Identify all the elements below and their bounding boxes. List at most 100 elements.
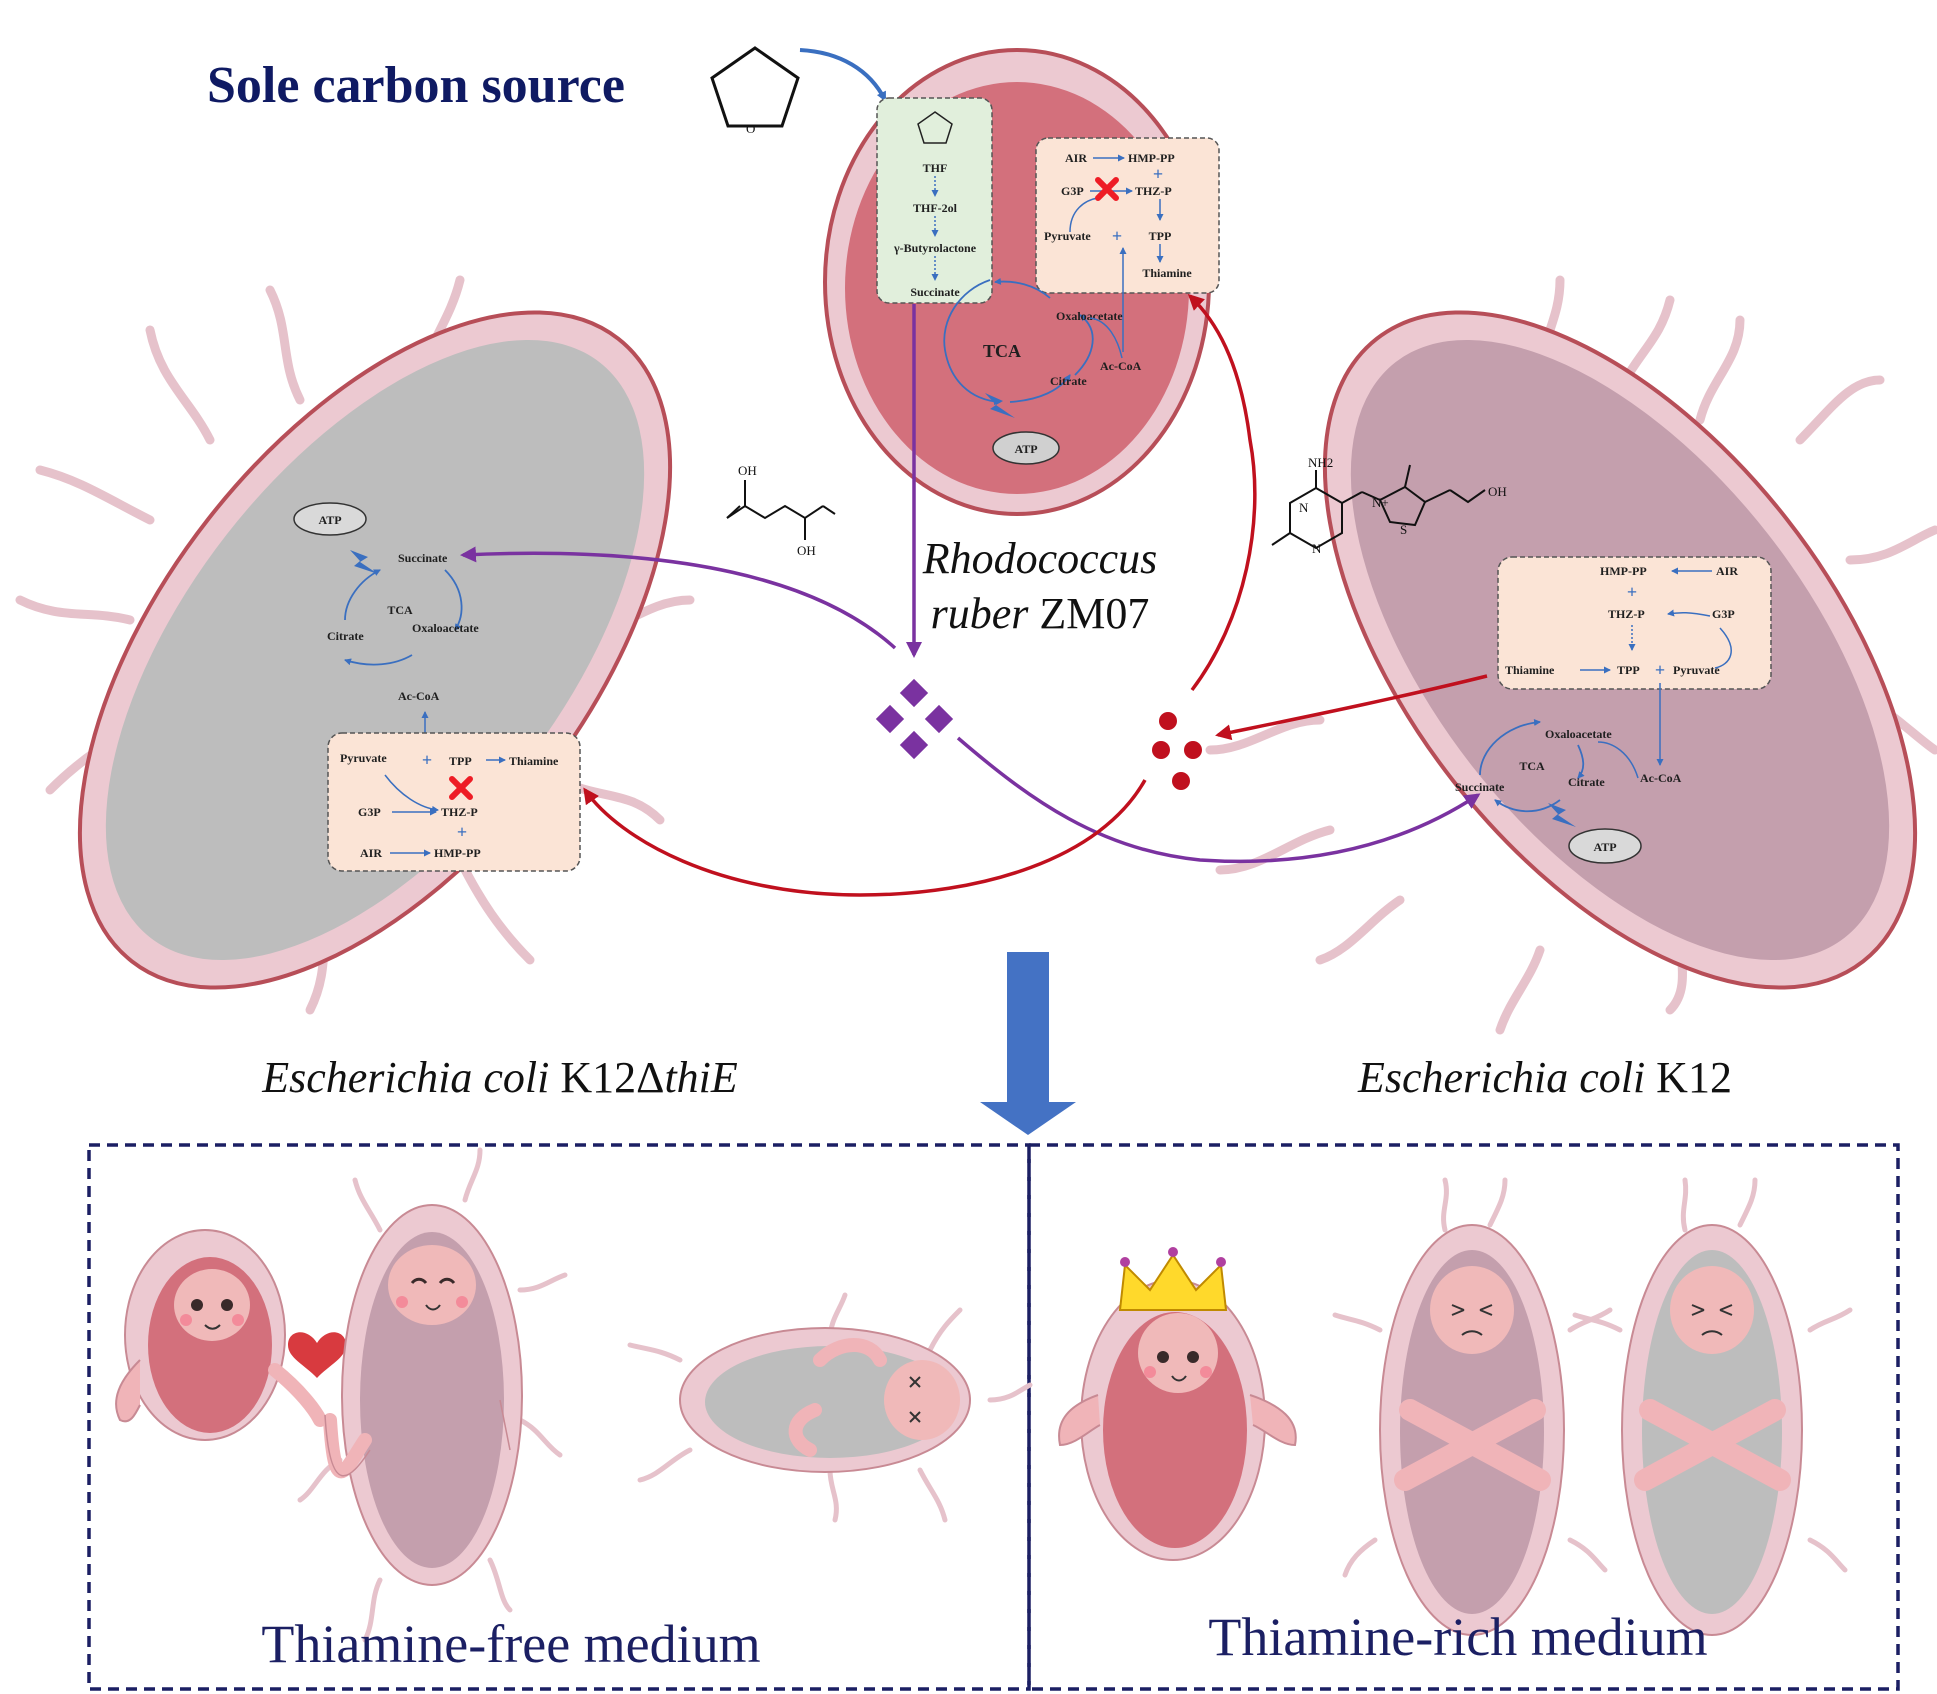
rhodo-thiamine-box: AIR HMP-PP + G3P THZ-P Pyruvate + TPP Th… [1035,137,1220,294]
svg-text:G3P: G3P [1061,184,1084,198]
main-down-arrow [980,952,1076,1135]
cartoon-ecoli-wt-left [297,1147,568,1643]
svg-text:Ac-CoA: Ac-CoA [398,689,440,703]
thiamine-particles [1152,712,1202,790]
thiamine-structure [1271,464,1486,550]
svg-text:Pyruvate: Pyruvate [340,751,387,765]
ecoli-mutant-label: Escherichia coli K12ΔthiE [261,1053,738,1102]
thf-oxygen-label: O [746,121,755,136]
succinate-to-mutant-arrow [460,546,897,650]
svg-text:+: + [457,822,467,842]
svg-text:N+: N+ [1372,495,1389,510]
crown-icon [1118,1247,1228,1311]
cartoon-ecoli-wt-right [1332,1177,1613,1636]
ecoli-mutant-cell [77,310,673,990]
svg-text:AIR: AIR [1716,564,1738,578]
carbon-feed-arrow [799,48,887,102]
ecoli-wt-label: Escherichia coli K12 [1357,1053,1732,1102]
svg-text:Oxaloacetate: Oxaloacetate [1545,727,1612,741]
rhodococcus-label-line1: Rhodococcus [922,534,1158,583]
cartoon-ecoli-mutant-dead [627,1292,1033,1523]
svg-text:THZ-P: THZ-P [441,805,478,819]
svg-text:OH: OH [1488,484,1507,499]
svg-text:THZ-P: THZ-P [1135,184,1172,198]
thf-pathway-box: THF THF-2ol γ-Butyrolactone Succinate [876,97,993,304]
lightning-icon [985,393,1015,418]
svg-text:HMP-PP: HMP-PP [1600,564,1647,578]
svg-text:Thiamine: Thiamine [1142,266,1192,280]
svg-text:Citrate: Citrate [1568,775,1605,789]
svg-text:N: N [1299,500,1309,515]
svg-text:AIR: AIR [360,846,382,860]
svg-text:G3P: G3P [358,805,381,819]
svg-text:TPP: TPP [449,754,472,768]
rhodo-tca-cycle: TCA Oxaloacetate Citrate Ac-CoA ATP [943,247,1142,465]
succinate-particles [875,678,954,760]
svg-text:ATP: ATP [318,513,341,527]
svg-text:Succinate: Succinate [398,551,448,565]
svg-text:+: + [1627,582,1637,602]
svg-text:THZ-P: THZ-P [1608,607,1645,621]
thf-succinate-label: Succinate [910,285,960,299]
thiamine-to-mutant-arrow [583,779,1147,897]
svg-text:+: + [422,750,432,770]
cartoon-ecoli-mutant-right [1572,1177,1853,1636]
svg-text:Ac-CoA: Ac-CoA [1640,771,1682,785]
svg-text:+: + [1112,226,1122,246]
svg-text:Oxaloacetate: Oxaloacetate [412,621,479,635]
rhodo-atp: ATP [1014,442,1037,456]
heart-icon [288,1332,346,1378]
svg-text:N: N [1312,541,1322,556]
butyrolactone-label: γ-Butyrolactone [893,241,977,255]
thf-molecule [710,46,800,128]
succinate-to-wt-arrow [956,736,1481,864]
svg-text:Pyruvate: Pyruvate [1673,663,1720,677]
rhodo-tca-label: TCA [983,341,1021,361]
svg-text:TPP: TPP [1149,229,1172,243]
thf-2ol-label: THF-2ol [913,201,958,215]
succinic-acid-structure [726,480,836,540]
svg-text:TCA: TCA [1519,759,1545,773]
thiamine-rich-label: Thiamine-rich medium [1208,1607,1707,1667]
svg-text:G3P: G3P [1712,607,1735,621]
svg-text:+: + [1153,164,1163,184]
svg-text:S: S [1400,522,1407,537]
svg-text:Thiamine: Thiamine [1505,663,1555,677]
thiamine-efflux-arrow [1215,674,1488,741]
cartoon-rhodococcus-left [115,1229,327,1441]
wt-thiamine-box: HMP-PP AIR + THZ-P G3P Thiamine TPP + Py… [1497,556,1772,766]
block-x-icon [1095,177,1119,201]
svg-text:Citrate: Citrate [327,629,364,643]
lightning-icon [1548,803,1576,827]
rhodococcus-label-line2: ruber ZM07 [931,589,1150,638]
svg-text:Pyruvate: Pyruvate [1044,229,1091,243]
thiamine-free-label: Thiamine-free medium [261,1614,760,1674]
thiamine-rich-panel [1027,1143,1900,1691]
wt-tca-cycle: Oxaloacetate TCA Citrate Ac-CoA Succinat… [1455,719,1682,864]
svg-text:ATP: ATP [1593,840,1616,854]
mutant-thiamine-box: Pyruvate + TPP Thiamine G3P THZ-P + AIR … [327,732,581,872]
svg-text:OH: OH [738,463,757,478]
svg-text:Succinate: Succinate [1455,780,1505,794]
svg-text:TPP: TPP [1617,663,1640,677]
rhodo-citrate: Citrate [1050,374,1087,388]
svg-text:HMP-PP: HMP-PP [1128,151,1175,165]
rhodo-oxaloacetate: Oxaloacetate [1056,309,1123,323]
block-x-icon [449,776,473,800]
thiamine-free-panel [87,1143,1031,1691]
thf-label: THF [923,161,948,175]
svg-text:AIR: AIR [1065,151,1087,165]
lightning-icon [350,550,378,574]
rhodo-ac-coa: Ac-CoA [1100,359,1142,373]
svg-text:Thiamine: Thiamine [509,754,559,768]
svg-text:TCA: TCA [387,603,413,617]
svg-text:NH2: NH2 [1308,455,1333,470]
svg-text:HMP-PP: HMP-PP [434,846,481,860]
svg-text:OH: OH [797,543,816,558]
thiamine-to-rhodo-arrow [1187,293,1257,692]
cartoon-rhodococcus-right [1058,1279,1297,1561]
sole-carbon-source-title: Sole carbon source [207,57,625,114]
svg-text:+: + [1655,660,1665,680]
